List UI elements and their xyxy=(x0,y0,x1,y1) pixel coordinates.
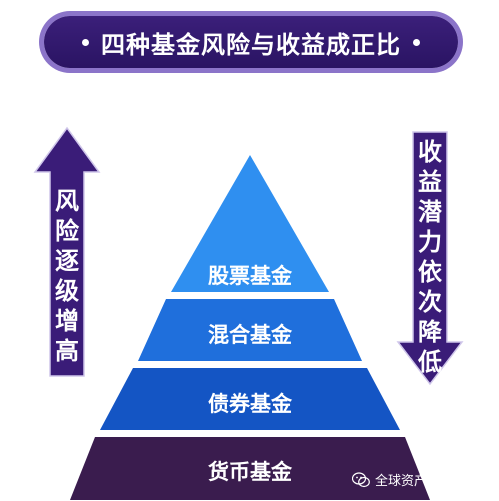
arrow-char: 潜 xyxy=(418,198,442,226)
risk-up-label: 风险逐级增高 xyxy=(52,186,82,366)
tier-stock-fund-label: 股票基金 xyxy=(208,264,292,288)
arrow-char: 高 xyxy=(55,337,79,365)
title-banner: 四种基金风险与收益成正比 xyxy=(44,16,458,68)
arrow-char: 次 xyxy=(418,288,442,316)
arrow-char: 险 xyxy=(55,217,79,245)
return-down-arrow-shape xyxy=(396,131,464,386)
arrow-char: 风 xyxy=(55,187,79,215)
arrow-char: 逐 xyxy=(55,247,79,275)
arrow-char: 依 xyxy=(418,258,442,286)
arrow-char: 力 xyxy=(418,228,442,256)
arrow-char: 收 xyxy=(418,138,442,166)
tier-money-fund xyxy=(70,437,430,500)
tier-mixed-fund-label: 混合基金 xyxy=(208,323,292,347)
tier-bond-fund-label: 债券基金 xyxy=(208,392,292,416)
wechat-icon xyxy=(352,471,370,487)
tier-mixed-fund xyxy=(138,299,362,361)
arrow-char: 级 xyxy=(55,277,79,305)
tier-stock-fund xyxy=(171,155,329,292)
watermark: 全球资产配置管家 xyxy=(352,470,479,489)
return-down-label: 收益潜力依次降低 xyxy=(415,137,445,377)
arrow-char: 益 xyxy=(418,168,442,196)
page-title: 四种基金风险与收益成正比 xyxy=(101,30,401,59)
watermark-text: 全球资产配置管家 xyxy=(375,474,480,489)
risk-up-arrow-shape xyxy=(33,126,101,377)
bullet-dot-left xyxy=(82,38,89,46)
tier-money-fund-label: 货币基金 xyxy=(208,460,292,484)
tier-bond-fund xyxy=(100,368,400,430)
arrow-char: 降 xyxy=(418,318,442,346)
bullet-dot-right xyxy=(413,38,420,46)
arrow-char: 低 xyxy=(418,348,442,376)
arrow-char: 增 xyxy=(55,307,79,335)
